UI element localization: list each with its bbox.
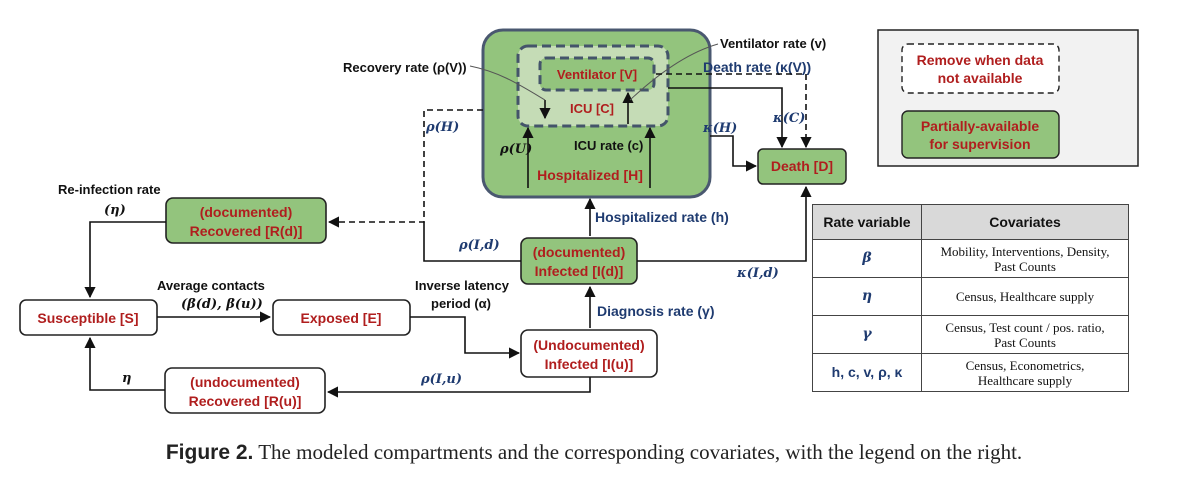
arrow-h-to-recovered bbox=[327, 109, 483, 228]
documented-recovered-box bbox=[165, 197, 327, 244]
exposed-label: Exposed [E] bbox=[301, 310, 382, 326]
susceptible-label: Susceptible [S] bbox=[37, 310, 138, 326]
covariates-line-2: Past Counts bbox=[994, 258, 1056, 274]
rate-cell: η bbox=[812, 277, 922, 316]
ventilator-rate-label: Ventilator rate (v) bbox=[720, 36, 826, 51]
reinfection-rate-label: Re-infection rate bbox=[58, 182, 161, 197]
avg-contacts-label: Average contacts bbox=[157, 278, 265, 293]
arrow-ru-to-s bbox=[84, 336, 165, 391]
figure-caption: Figure 2. The modeled compartments and t… bbox=[0, 440, 1188, 465]
death-label: Death [D] bbox=[771, 158, 833, 174]
covariates-table: Rate variable Covariates β Mobility, Int… bbox=[812, 204, 1129, 392]
icu-label: ICU [C] bbox=[570, 101, 614, 116]
kappa-id-label: κ(I,d) bbox=[736, 266, 779, 281]
arrow-v-to-death bbox=[656, 73, 812, 149]
documented-infected-label-2: Infected [I(d)] bbox=[535, 263, 624, 279]
recovery-rate-pointer bbox=[469, 65, 546, 101]
compartment-diagram: Ventilator [V] ICU [C] Hospitalized [H] … bbox=[19, 28, 1139, 414]
undocumented-infected-label-2: Infected [I(u)] bbox=[545, 356, 634, 372]
beta-label: (β(d), β(u)) bbox=[181, 297, 263, 312]
caption-text: The modeled compartments and the corresp… bbox=[253, 440, 1023, 464]
death-box bbox=[757, 148, 847, 185]
header-rate-variable: Rate variable bbox=[812, 204, 922, 240]
legend-dashed-label-2: not available bbox=[938, 70, 1023, 86]
arrow-id-to-death bbox=[637, 185, 812, 262]
covariates-cell: Census, Healthcare supply bbox=[921, 277, 1129, 316]
arrow-rd-to-s bbox=[84, 221, 166, 299]
rho-u-label: ρ(U) bbox=[499, 142, 532, 157]
header-covariates: Covariates bbox=[921, 204, 1129, 240]
kappa-h-label: κ(H) bbox=[702, 121, 737, 136]
ventilator-rate-pointer bbox=[629, 43, 719, 101]
undocumented-infected-box bbox=[520, 329, 658, 378]
undocumented-infected-label-1: (Undocumented) bbox=[533, 337, 644, 353]
ventilator-box bbox=[538, 56, 656, 92]
inverse-latency-label-1: Inverse latency bbox=[415, 278, 510, 293]
death-rate-label: Death rate (κ(V)) bbox=[703, 59, 811, 75]
legend-green-label-2: for supervision bbox=[929, 136, 1030, 152]
undocumented-recovered-label-2: Recovered [R(u)] bbox=[189, 393, 302, 409]
diagnosis-rate-label: Diagnosis rate (γ) bbox=[597, 303, 714, 319]
covariates-line-1: Mobility, Interventions, Density, bbox=[940, 243, 1110, 259]
hospitalized-label: Hospitalized [H] bbox=[537, 167, 643, 183]
documented-infected-label-1: (documented) bbox=[533, 244, 626, 260]
covariates-line-2: Healthcare supply bbox=[977, 372, 1073, 388]
recovery-rate-label: Recovery rate (ρ(V)) bbox=[343, 60, 467, 75]
arrow-iu-to-ru bbox=[326, 377, 591, 398]
documented-recovered-label-2: Recovered [R(d)] bbox=[190, 223, 303, 239]
covariates-line-2: Past Counts bbox=[994, 334, 1056, 350]
covariates-line-1: Census, Econometrics, bbox=[965, 357, 1085, 373]
rho-iu-label: ρ(I,u) bbox=[420, 372, 462, 387]
arrow-id-to-rd bbox=[423, 222, 521, 262]
table-header-row: Rate variable Covariates bbox=[812, 204, 1129, 240]
eta-label: η bbox=[122, 371, 131, 386]
covariates-cell: Census, Test count / pos. ratio,Past Cou… bbox=[921, 315, 1129, 354]
covariates-cell: Census, Econometrics,Healthcare supply bbox=[921, 353, 1129, 392]
legend-dashed-box bbox=[901, 43, 1060, 94]
covariates-line-1: Census, Test count / pos. ratio, bbox=[945, 319, 1105, 335]
arrow-e-to-iu bbox=[410, 316, 521, 359]
rho-h-label: ρ(H) bbox=[425, 120, 459, 135]
ventilator-label: Ventilator [V] bbox=[557, 67, 637, 82]
covariates-line-1: Census, Healthcare supply bbox=[955, 289, 1095, 304]
rate-cell: γ bbox=[812, 315, 922, 354]
arrow-h-to-death bbox=[710, 135, 758, 172]
documented-recovered-label-1: (documented) bbox=[200, 204, 293, 220]
rho-id-label: ρ(I,d) bbox=[458, 238, 500, 253]
icu-rate-label: ICU rate (c) bbox=[574, 138, 643, 153]
covariates-cell: Mobility, Interventions, Density,Past Co… bbox=[921, 239, 1129, 278]
table-row: β Mobility, Interventions, Density,Past … bbox=[812, 239, 1129, 278]
inverse-latency-label-2: period (α) bbox=[431, 296, 491, 311]
reinfection-eta-label: (η) bbox=[104, 203, 126, 218]
table-row: η Census, Healthcare supply bbox=[812, 277, 1129, 316]
legend-green-label-1: Partially-available bbox=[921, 118, 1040, 134]
arrow-c-to-death bbox=[668, 87, 788, 149]
legend-green-box bbox=[901, 110, 1060, 159]
hospitalized-rate-label: Hospitalized rate (h) bbox=[595, 209, 729, 225]
caption-label: Figure 2. bbox=[165, 441, 254, 464]
table-row: h, c, v, ρ, κ Census, Econometrics,Healt… bbox=[812, 353, 1129, 392]
table-row: γ Census, Test count / pos. ratio,Past C… bbox=[812, 315, 1129, 354]
rate-cell: β bbox=[812, 239, 922, 278]
kappa-c-label: κ(C) bbox=[772, 111, 805, 126]
undocumented-recovered-label-1: (undocumented) bbox=[190, 374, 300, 390]
legend-dashed-label-1: Remove when data bbox=[917, 52, 1044, 68]
rate-cell: h, c, v, ρ, κ bbox=[812, 353, 922, 392]
